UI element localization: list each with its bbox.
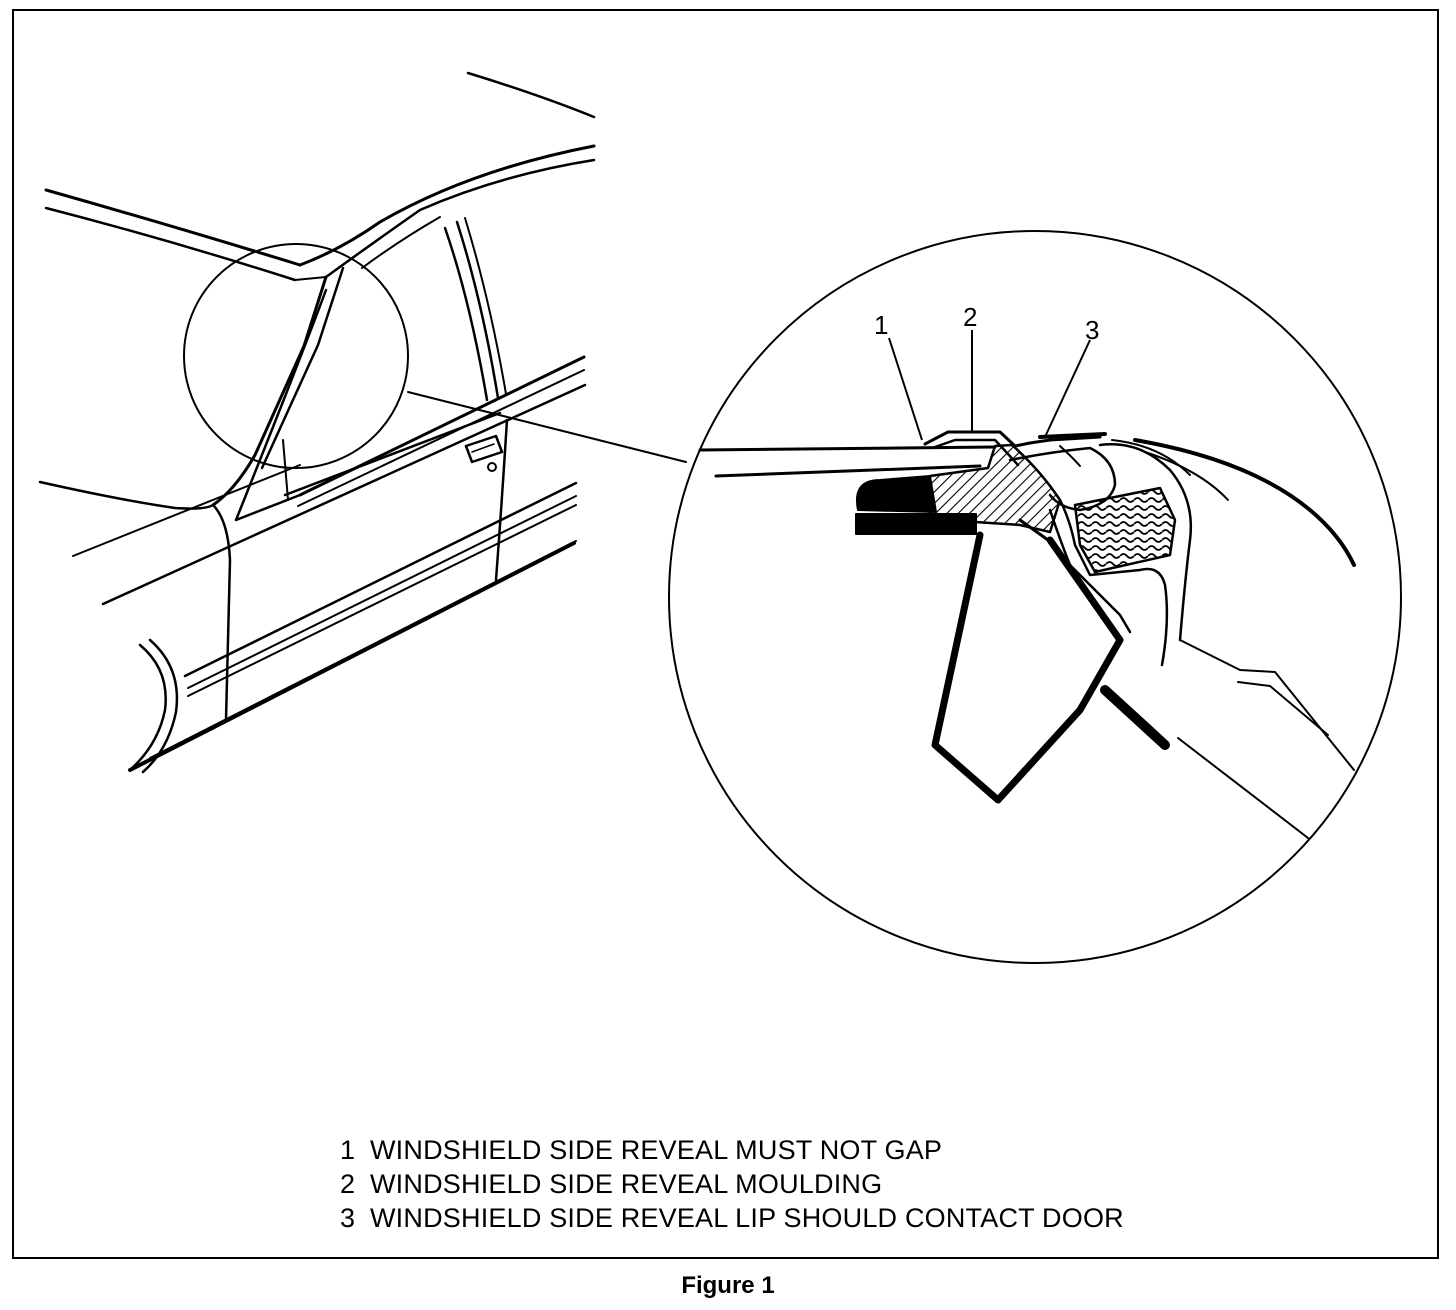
legend-item-1: 1 WINDSHIELD SIDE REVEAL MUST NOT GAP [340,1133,1124,1167]
legend-item-number: 1 [340,1135,356,1165]
callout-1-label: 1 [874,310,889,340]
legend-item-text: WINDSHIELD SIDE REVEAL LIP SHOULD CONTAC… [370,1203,1124,1233]
legend-item-text: WINDSHIELD SIDE REVEAL MOULDING [370,1169,883,1199]
callout-leaders [888,330,1091,441]
car-side-view [38,71,687,774]
callout-3-label: 3 [1085,315,1100,345]
figure-frame [12,9,1439,1259]
callout-2-label: 2 [963,302,978,332]
legend-item-2: 2 WINDSHIELD SIDE REVEAL MOULDING [340,1167,1124,1201]
legend-item-text: WINDSHIELD SIDE REVEAL MUST NOT GAP [370,1135,943,1165]
figure-caption: Figure 1 [681,1272,775,1299]
legend-item-number: 3 [340,1203,356,1233]
legend-item-number: 2 [340,1169,356,1199]
detail-magnified-view [668,230,1402,964]
legend-item-3: 3 WINDSHIELD SIDE REVEAL LIP SHOULD CONTA… [340,1201,1124,1235]
